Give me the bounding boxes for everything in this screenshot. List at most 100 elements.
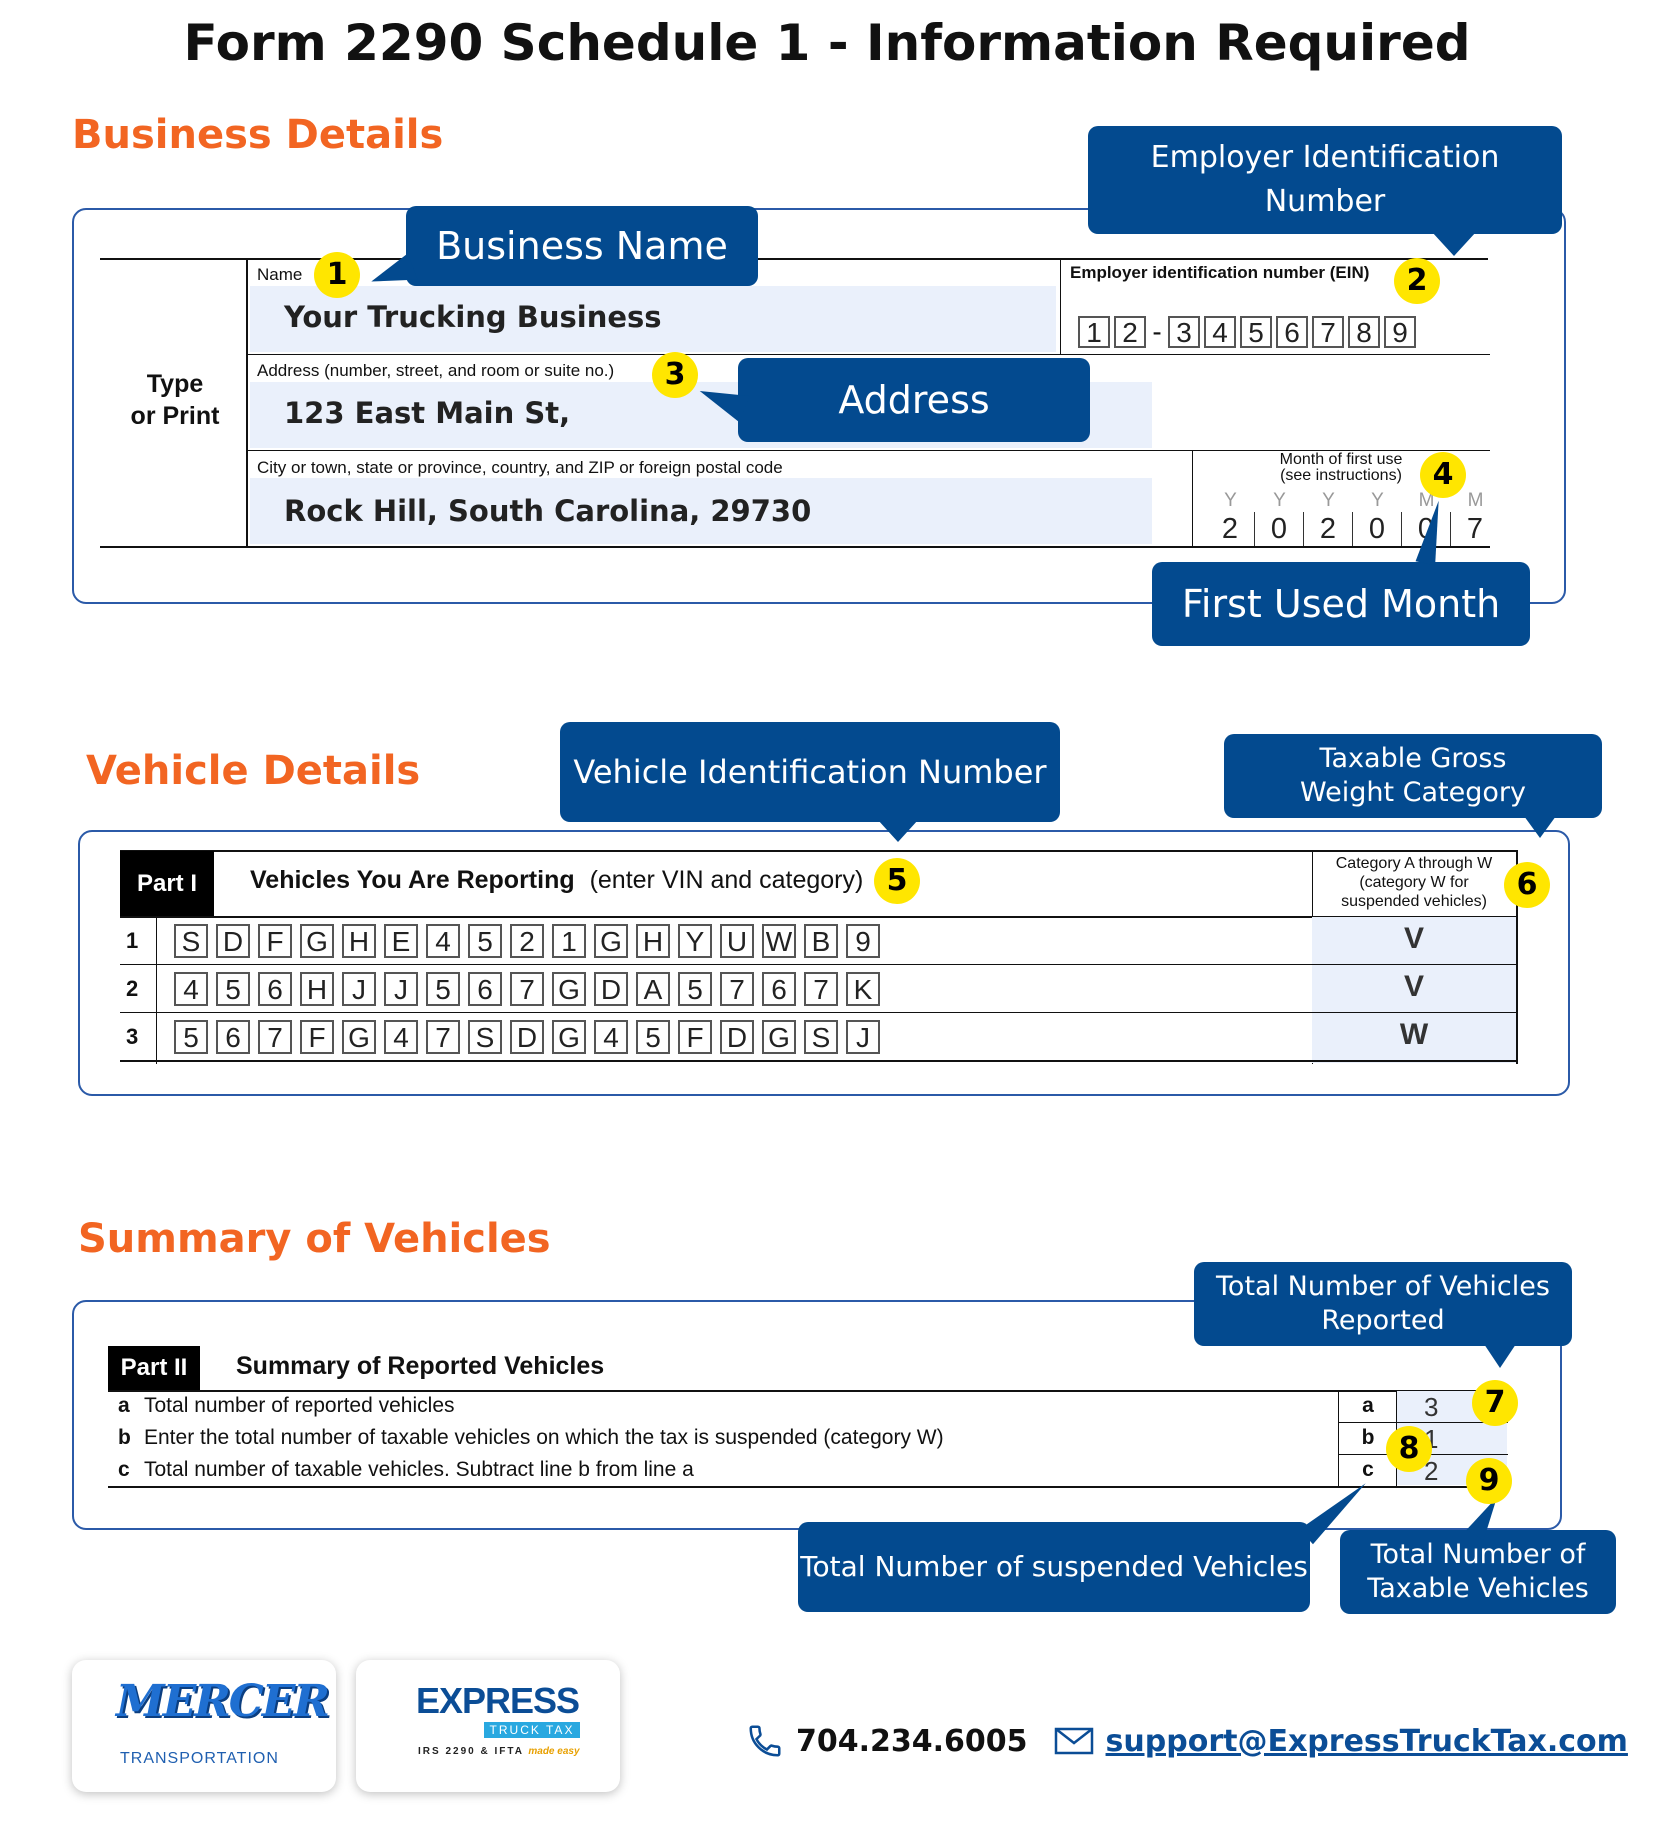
vin-char-box[interactable]: S	[174, 924, 208, 958]
vin-char-box[interactable]: 9	[846, 924, 880, 958]
vin-char-box[interactable]: Y	[678, 924, 712, 958]
vin-char-box[interactable]: D	[216, 924, 250, 958]
vin-char-box[interactable]: 5	[216, 972, 250, 1006]
vin-char-box[interactable]: 6	[762, 972, 796, 1006]
ein-digit-box[interactable]: 3	[1168, 316, 1200, 348]
vin-char-box[interactable]: J	[342, 972, 376, 1006]
callout-taxable: Total Number of Taxable Vehicles	[1340, 1530, 1616, 1614]
ein-digit-box[interactable]: 6	[1276, 316, 1308, 348]
vin-char-box[interactable]: 5	[426, 972, 460, 1006]
vin-char-box[interactable]: 2	[510, 924, 544, 958]
vin-char-box[interactable]: S	[804, 1020, 838, 1054]
vin-char-box[interactable]: 6	[258, 972, 292, 1006]
vin-char-box[interactable]: J	[384, 972, 418, 1006]
vin-char-box[interactable]: 1	[552, 924, 586, 958]
month-digit-cell[interactable]: 2	[1303, 512, 1352, 546]
callout-ein-line1: Employer Identification	[1150, 140, 1500, 175]
month-digit-cell[interactable]: 0	[1352, 512, 1401, 546]
vin-char-box[interactable]: 4	[594, 1020, 628, 1054]
form-rule	[100, 546, 1490, 548]
month-digit-cell[interactable]: 2	[1221, 513, 1239, 545]
month-digit-cell[interactable]: 0	[1401, 512, 1450, 546]
vin-char-box[interactable]: G	[552, 972, 586, 1006]
vin-char-box[interactable]: G	[594, 924, 628, 958]
vin-char-box[interactable]: D	[510, 1020, 544, 1054]
summary-line-value[interactable]: 2	[1424, 1456, 1439, 1486]
form-rule	[156, 916, 157, 1064]
form-rule	[246, 258, 248, 546]
vehicle-category-value[interactable]: V	[1403, 970, 1424, 1003]
city-value[interactable]: Rock Hill, South Carolina, 29730	[284, 494, 812, 528]
form-rule	[246, 354, 1490, 355]
vin-char-box[interactable]: 7	[258, 1020, 292, 1054]
vin-char-box[interactable]: G	[552, 1020, 586, 1054]
vin-char-box[interactable]: 4	[384, 1020, 418, 1054]
callout-total-reported-line1: Total Number of Vehicles	[1216, 1271, 1550, 1302]
ein-digit-box[interactable]: 8	[1348, 316, 1380, 348]
vin-char-box[interactable]: D	[720, 1020, 754, 1054]
callout-first-used-month: First Used Month	[1152, 562, 1530, 646]
vin-char-box[interactable]: 5	[636, 1020, 670, 1054]
vin-char-box[interactable]: E	[384, 924, 418, 958]
vin-char-box[interactable]: F	[258, 924, 292, 958]
ein-digit-box[interactable]: 4	[1204, 316, 1236, 348]
phone-number[interactable]: 704.234.6005	[796, 1723, 1028, 1759]
express-logo: EXPRESS	[416, 1680, 580, 1721]
vin-char-box[interactable]: 7	[720, 972, 754, 1006]
vin-char-box[interactable]: H	[636, 924, 670, 958]
month-digit-cell[interactable]: 7	[1450, 512, 1499, 546]
vin-char-box[interactable]: D	[594, 972, 628, 1006]
vin-char-box[interactable]: S	[468, 1020, 502, 1054]
vin-char-box[interactable]: 6	[468, 972, 502, 1006]
type-or-print-label: Type or Print	[110, 368, 240, 432]
form-rule	[120, 964, 1518, 965]
business-name-value[interactable]: Your Trucking Business	[284, 300, 662, 334]
vin-char-box[interactable]: G	[342, 1020, 376, 1054]
vin-char-box[interactable]: F	[678, 1020, 712, 1054]
badge-7: 7	[1472, 1380, 1518, 1426]
vin-char-box[interactable]: 6	[216, 1020, 250, 1054]
ein-digit-box[interactable]: 9	[1384, 316, 1416, 348]
ein-digit-box[interactable]: 2	[1114, 316, 1146, 348]
vin-char-box[interactable]: 4	[426, 924, 460, 958]
month-digit-cell[interactable]: 0	[1254, 512, 1303, 546]
ein-digit-box[interactable]: 7	[1312, 316, 1344, 348]
vin-char-box[interactable]: 7	[426, 1020, 460, 1054]
summary-line-value[interactable]: 3	[1424, 1392, 1439, 1422]
callout-pointer	[878, 820, 918, 842]
vin-char-box[interactable]: U	[720, 924, 754, 958]
vin-char-box[interactable]: H	[300, 972, 334, 1006]
vin-char-box[interactable]: A	[636, 972, 670, 1006]
vin-char-box[interactable]: W	[762, 924, 796, 958]
vin-char-box[interactable]: 5	[468, 924, 502, 958]
email-link[interactable]: support@ExpressTruckTax.com	[1105, 1723, 1628, 1759]
vin-char-box[interactable]: 7	[510, 972, 544, 1006]
address-value[interactable]: 123 East Main St,	[284, 396, 571, 430]
vin-char-box[interactable]: H	[342, 924, 376, 958]
form-rule	[108, 1390, 1508, 1392]
summary-line-text: Total number of reported vehicles	[144, 1394, 455, 1417]
vehicle-category-value[interactable]: V	[1403, 922, 1424, 955]
callout-pointer	[1432, 232, 1476, 256]
vin-char-box[interactable]: G	[762, 1020, 796, 1054]
vin-char-box[interactable]: J	[846, 1020, 880, 1054]
vin-char-box[interactable]: F	[300, 1020, 334, 1054]
form-rule	[1338, 1390, 1339, 1486]
vin-char-box[interactable]: G	[300, 924, 334, 958]
vin-char-box[interactable]: K	[846, 972, 880, 1006]
vehicle-category-value[interactable]: W	[1399, 1018, 1429, 1051]
ein-digit-box[interactable]: 5	[1240, 316, 1272, 348]
vin-char-box[interactable]: B	[804, 924, 838, 958]
vin-char-box[interactable]: 5	[678, 972, 712, 1006]
summary-line-ref: c	[1362, 1458, 1374, 1481]
vin-char-box[interactable]: 4	[174, 972, 208, 1006]
vin-char-box[interactable]: 7	[804, 972, 838, 1006]
vin-char-box[interactable]: 5	[174, 1020, 208, 1054]
form-rule	[100, 258, 1488, 260]
ein-digit-box[interactable]: 1	[1078, 316, 1110, 348]
